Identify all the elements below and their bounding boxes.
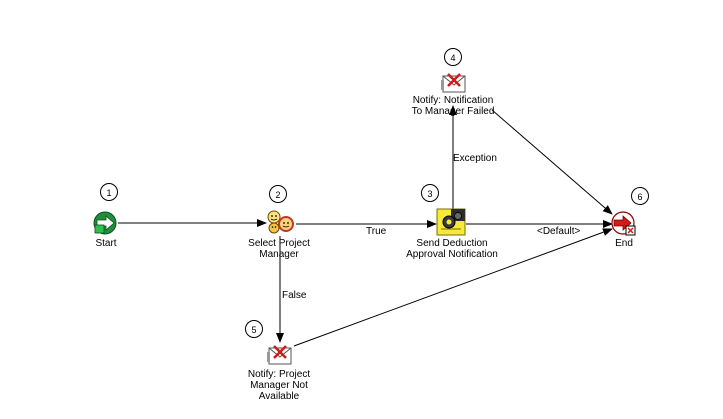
node-label-line: End [615,238,633,249]
envelope-x-icon[interactable] [267,345,292,365]
edge-notify4-to-end[interactable] [491,109,613,215]
envelope-x-icon[interactable] [441,73,466,93]
node-label-notify-failed: Notify: Notification To Manager Failed [412,95,495,117]
node-label-line: Manager [259,249,299,260]
node-label-send-deduction: Send Deduction Approval Notification [406,238,498,260]
node-label-line: Available [258,391,300,402]
node-label-end: End [615,238,633,249]
step-number-badge: 5 [245,320,263,338]
node-label-line: Manager Not [250,380,308,391]
node-label-select-project-manager: Select Project Manager [248,238,310,260]
node-label-line: Select Project [248,238,310,249]
node-label-line: To Manager Failed [411,106,495,117]
node-label-line: Send Deduction [416,238,488,249]
edge-label-true: True [366,226,387,237]
function-gear-icon[interactable] [436,208,466,236]
edge-notify5-to-end[interactable] [293,228,613,347]
edge-label-default: <Default> [537,226,581,237]
node-label-line: Start [95,238,117,249]
edge-label-exception: Exception [453,153,497,164]
node-label-notify-not-available: Notify: Project Manager Not Available [248,369,310,402]
step-number-badge: 3 [421,184,439,202]
start-arrow-icon[interactable] [93,211,117,235]
end-stop-icon[interactable] [611,211,636,236]
step-number-badge: 2 [269,185,287,203]
edge-label-false: False [282,290,307,301]
step-number-badge: 6 [631,187,649,205]
node-label-line: Approval Notification [406,249,498,260]
step-number-badge: 1 [100,183,118,201]
people-faces-icon[interactable] [267,210,294,234]
node-label-start: Start [95,238,116,249]
step-number-badge: 4 [444,48,462,66]
node-label-line: Notify: Notification [412,95,494,106]
node-label-line: Notify: Project [247,369,311,380]
